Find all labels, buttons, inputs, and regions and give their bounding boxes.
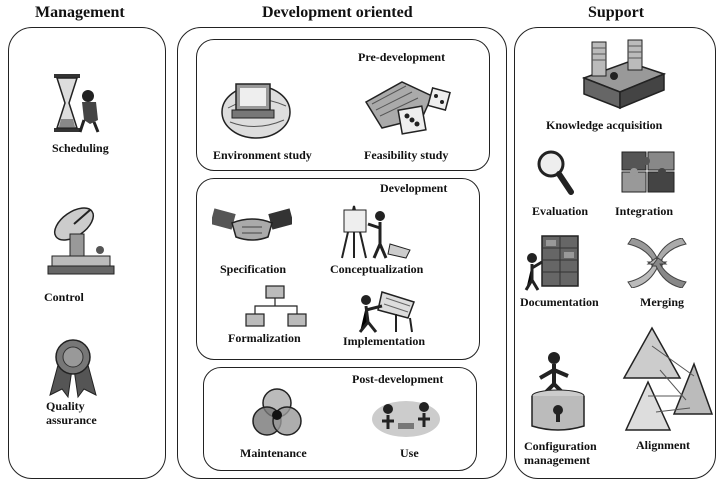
- implementation-label: Implementation: [343, 334, 425, 348]
- dice-gamble-icon: [362, 72, 462, 144]
- feasibility-study-label: Feasibility study: [364, 148, 449, 162]
- merging-arrows-icon: [626, 238, 688, 288]
- development-title: Development: [380, 181, 448, 195]
- scheduling-label: Scheduling: [52, 141, 109, 155]
- configuration-management-label: Configuration management: [524, 439, 597, 467]
- management-panel: [8, 27, 166, 479]
- development-box: [196, 178, 480, 360]
- triangles-alignment-icon: [620, 326, 714, 432]
- merging-label: Merging: [640, 295, 684, 309]
- post-development-box: [203, 367, 477, 471]
- knowledge-acquisition-label: Knowledge acquisition: [546, 118, 663, 132]
- support-panel: [514, 27, 716, 479]
- flowchart-icon: [244, 284, 308, 330]
- use-label: Use: [400, 446, 419, 460]
- environment-study-label: Environment study: [213, 148, 312, 162]
- satellite-dish-icon: [44, 200, 116, 278]
- quality-label-line1: Quality: [46, 399, 85, 413]
- development-panel: [177, 27, 507, 479]
- post-development-title: Post-development: [352, 372, 444, 386]
- knowledge-machine-icon: [578, 38, 670, 114]
- conceptualization-label: Conceptualization: [330, 262, 424, 276]
- config-label-line2: management: [524, 453, 590, 467]
- pre-development-box: [196, 39, 490, 171]
- hourglass-icon: [50, 72, 105, 134]
- development-column-title: Development oriented: [262, 4, 413, 21]
- management-column-title: Management: [35, 4, 125, 21]
- ribbon-award-icon: [46, 337, 100, 399]
- builder-worker-icon: [352, 288, 422, 334]
- computer-globe-icon: [212, 72, 292, 144]
- evaluation-label: Evaluation: [532, 204, 589, 218]
- venn-diagram-icon: [249, 387, 305, 439]
- easel-painter-icon: [336, 200, 416, 260]
- config-label-line1: Configuration: [524, 439, 597, 453]
- integration-label: Integration: [615, 204, 673, 218]
- filing-cabinet-icon: [522, 232, 582, 292]
- pre-development-title: Pre-development: [358, 50, 446, 64]
- support-column-title: Support: [588, 4, 645, 21]
- specification-label: Specification: [220, 262, 286, 276]
- puzzle-icon: [620, 150, 676, 194]
- maintenance-label: Maintenance: [240, 446, 307, 460]
- alignment-label: Alignment: [636, 438, 690, 452]
- quality-label-line2: assurance: [46, 413, 97, 427]
- magnifier-icon: [535, 148, 575, 196]
- documentation-label: Documentation: [520, 295, 599, 309]
- people-meeting-icon: [370, 395, 442, 439]
- formalization-label: Formalization: [228, 331, 301, 345]
- handshake-icon: [212, 205, 292, 249]
- quality-assurance-label: Quality assurance: [46, 399, 97, 427]
- control-label: Control: [44, 290, 84, 304]
- config-pedestal-icon: [530, 350, 588, 432]
